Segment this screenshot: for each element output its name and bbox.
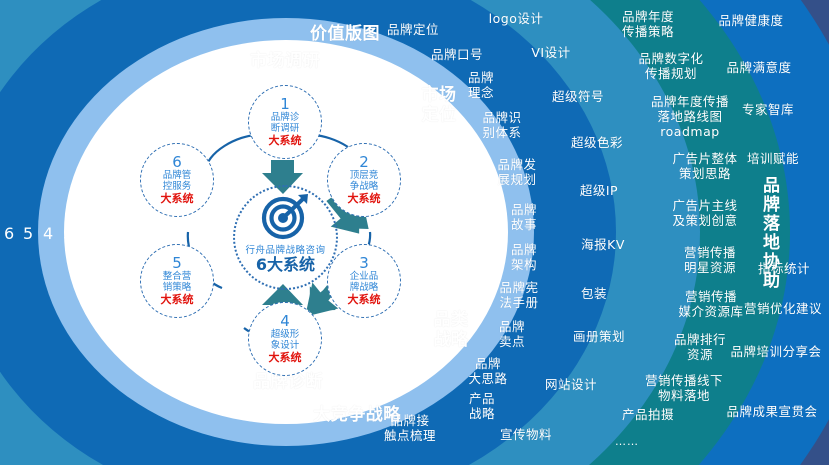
band-title-brand-diagnosis: 品牌诊断: [253, 372, 323, 392]
ring4-item-8: 营销传播线下 物料落地: [644, 373, 723, 403]
ring2-item-11: 品牌接 触点梳理: [383, 413, 436, 443]
ring4-item-5: 营销传播 明星资源: [683, 245, 736, 275]
ring3-item-8: 网站设计: [544, 377, 597, 392]
node-5-badge: 大系统: [160, 292, 194, 306]
band-title-value-map: 价值版图: [310, 24, 380, 44]
ring4-item-9: 产品拍摄: [621, 407, 674, 422]
node-3-badge: 大系统: [347, 292, 381, 306]
band-title-brand-landing-support: 品牌落地协助: [759, 176, 779, 290]
node-5-title: 整合营 销策略: [162, 271, 192, 293]
ring5-item-1: 品牌满意度: [726, 60, 792, 75]
node-4-title: 超级形 象设计: [270, 329, 300, 351]
ring4-item-1: 品牌数字化 传播规划: [638, 51, 704, 81]
ring-number-2: 2: [83, 224, 94, 243]
ring4-item-10: ……: [615, 435, 639, 448]
ring4-item-6: 营销传播 媒介资源库: [678, 289, 744, 319]
ring3-item-0: logo设计: [488, 11, 544, 26]
hub-caption: 行舟品牌战略咨询: [245, 245, 326, 256]
node-2-number: 2: [359, 153, 369, 172]
target-arrow-icon: [261, 194, 308, 240]
ring3-item-1: VI设计: [531, 45, 571, 60]
ring2-item-10: 产品 战略: [468, 391, 495, 421]
ring4-item-0: 品牌年度 传播策略: [621, 9, 674, 39]
ring4-item-2: 品牌年度传播 落地路线图 roadmap: [650, 94, 729, 139]
ring5-item-6: 品牌培训分享会: [730, 344, 822, 359]
ring-number-3: 3: [63, 224, 74, 243]
ring2-item-3: 品牌识 别体系: [482, 110, 522, 140]
ring5-item-4: 指标统计: [757, 261, 810, 276]
node-1-title: 品牌诊 断调研: [270, 112, 300, 134]
node-3[interactable]: 3 企业品 牌战略 大系统: [327, 244, 401, 318]
ring2-item-9: 品牌 大思路: [468, 356, 508, 386]
node-5[interactable]: 5 整合营 销策略 大系统: [140, 244, 214, 318]
ring5-item-0: 品牌健康度: [718, 13, 784, 28]
node-3-title: 企业品 牌战略: [349, 271, 379, 293]
ring5-item-2: 专家智库: [741, 102, 794, 117]
hub-title: 6大系统: [255, 255, 316, 274]
node-3-number: 3: [359, 254, 369, 273]
ring2-item-6: 品牌 架构: [510, 242, 537, 272]
band-title-market-position: 市场 定位: [421, 85, 457, 126]
node-6[interactable]: 6 品牌管 控服务 大系统: [140, 143, 214, 217]
node-2[interactable]: 2 顶层竞 争战略 大系统: [327, 143, 401, 217]
ring-number-5: 5: [23, 224, 34, 243]
node-6-title: 品牌管 控服务: [162, 170, 192, 192]
node-2-badge: 大系统: [347, 191, 381, 205]
ring2-item-7: 品牌宪 法手册: [499, 280, 539, 310]
ring3-item-2: 超级符号: [551, 89, 604, 104]
ring5-item-5: 营销优化建议: [743, 301, 822, 316]
hub-center: 行舟品牌战略咨询 6大系统: [233, 185, 338, 290]
ring5-item-7: 品牌成果宣贯会: [726, 404, 818, 419]
node-1-number: 1: [280, 95, 290, 114]
ring2-item-0: 品牌定位: [386, 22, 439, 37]
ring3-item-7: 画册策划: [572, 329, 625, 344]
node-5-number: 5: [172, 254, 182, 273]
band-title-category-strategy: 品类 战略: [433, 310, 469, 351]
ring4-item-4: 广告片主线 及策划创意: [672, 198, 738, 228]
node-1-badge: 大系统: [268, 133, 302, 147]
ring2-item-4: 品牌发 展规划: [497, 157, 537, 187]
ring4-item-7: 品牌排行 资源: [673, 332, 726, 362]
band-title-big-competition-strategy: 大竞争战略: [313, 405, 401, 425]
ring-number-4: 4: [43, 224, 54, 243]
ring4-item-3: 广告片整体 策划思路: [672, 151, 738, 181]
node-4[interactable]: 4 超级形 象设计 大系统: [248, 302, 322, 376]
node-6-number: 6: [172, 153, 182, 172]
ring5-item-3: 培训赋能: [746, 151, 799, 166]
node-1[interactable]: 1 品牌诊 断调研 大系统: [248, 85, 322, 159]
node-6-badge: 大系统: [160, 191, 194, 205]
ring3-item-3: 超级色彩: [570, 135, 623, 150]
ring2-item-2: 品牌 理念: [467, 70, 494, 100]
ring3-item-4: 超级IP: [579, 183, 619, 198]
ring2-item-5: 品牌 故事: [510, 202, 537, 232]
node-2-title: 顶层竞 争战略: [349, 170, 379, 192]
ring-number-6: 6: [4, 224, 15, 243]
ring3-item-5: 海报KV: [581, 237, 625, 252]
ring2-item-8: 品牌 卖点: [498, 319, 525, 349]
band-title-market-research: 市场调研: [250, 51, 320, 71]
ring-number-1: 1: [103, 224, 114, 243]
ring3-item-9: 宣传物料: [499, 427, 552, 442]
node-4-badge: 大系统: [268, 350, 302, 364]
node-4-number: 4: [280, 312, 290, 331]
ring2-item-1: 品牌口号: [430, 47, 483, 62]
ring3-item-6: 包装: [580, 286, 607, 301]
